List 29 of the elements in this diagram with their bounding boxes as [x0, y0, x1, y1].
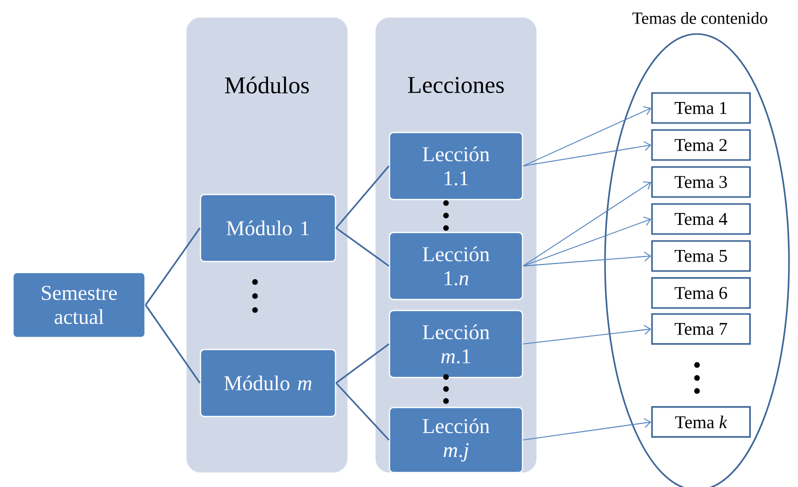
topic-box: Tema 3 — [651, 166, 751, 198]
arrow — [522, 181, 652, 266]
arrow — [522, 418, 652, 440]
arrow — [522, 141, 652, 166]
topic-box: Tema 6 — [651, 277, 751, 309]
topic-box: Tema 4 — [651, 203, 751, 235]
connector-line — [336, 343, 390, 384]
process-box: Módulo 1 — [200, 194, 336, 262]
connector-line — [336, 227, 390, 267]
topic-box: Tema 5 — [651, 240, 751, 272]
topic-box: Tema k — [651, 406, 751, 438]
process-box: Semestre actual — [12, 272, 146, 338]
process-box: Lección 1.1 — [388, 132, 524, 200]
node-label: Temas de contenido — [632, 12, 768, 24]
process-box: Lección m.j — [388, 406, 524, 474]
connector-line — [336, 382, 390, 441]
connector-line — [336, 165, 390, 228]
process-box: Lección m.1 — [388, 310, 524, 378]
arrow — [522, 216, 652, 266]
arrow — [522, 324, 652, 344]
process-box: Módulo m — [200, 348, 336, 418]
topic-box: Tema 7 — [651, 313, 751, 345]
topic-box: Tema 1 — [651, 92, 751, 124]
arrow — [522, 252, 652, 266]
process-box: Lección 1.n — [388, 232, 524, 300]
connector-line — [144, 228, 201, 306]
arrow — [522, 106, 652, 166]
connector-line — [144, 304, 201, 384]
topic-box: Tema 2 — [651, 129, 751, 161]
